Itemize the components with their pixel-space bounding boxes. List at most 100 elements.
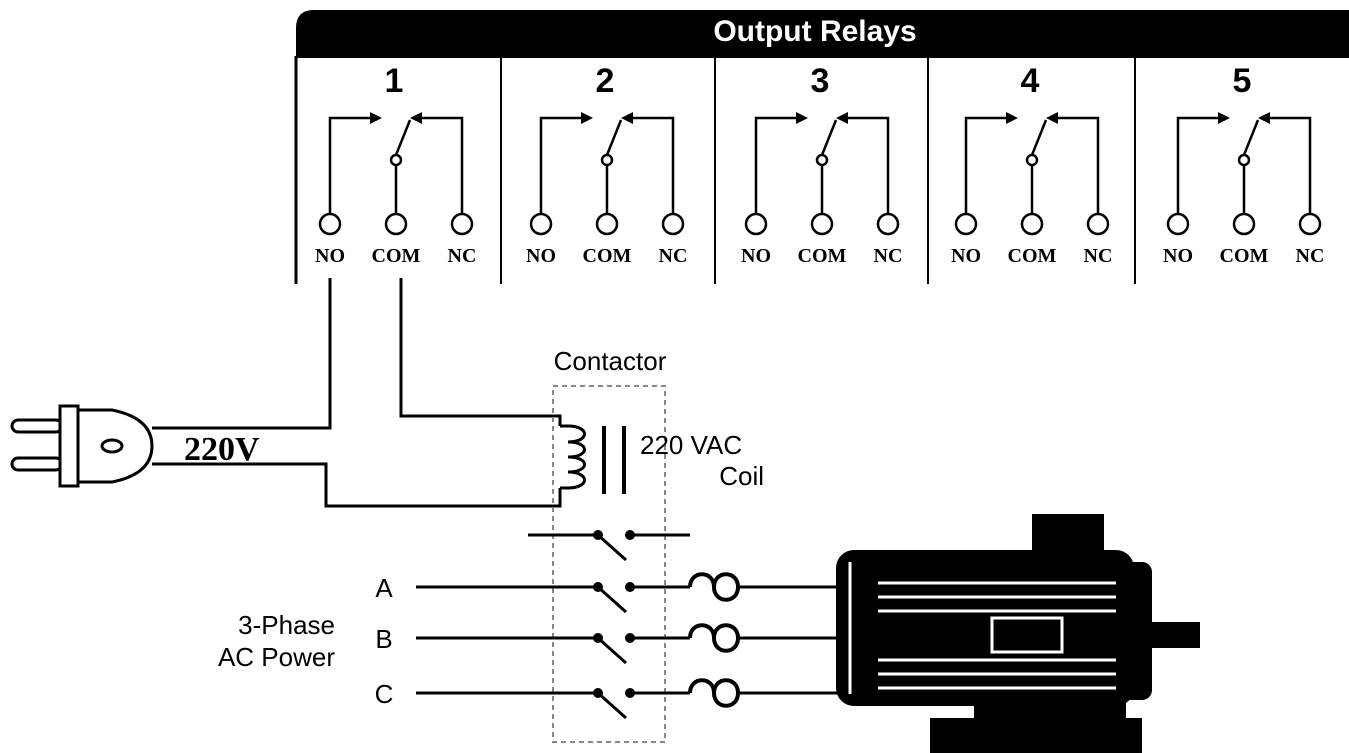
plug-screw-icon — [100, 438, 124, 454]
panel-title: Output Relays — [713, 15, 916, 48]
coil-winding-icon — [567, 424, 586, 490]
relay-number: 4 — [1021, 62, 1040, 100]
relay-1: 1NO COM NC — [315, 62, 476, 267]
terminal-icon — [876, 212, 900, 236]
plug-prong-bottom — [10, 456, 64, 472]
phase-line-a: A — [375, 572, 842, 614]
nc-contact-wire — [1056, 116, 1100, 214]
switch-wiper — [394, 119, 412, 156]
auxiliary-contact — [528, 530, 690, 562]
nc-arrow-icon — [621, 112, 633, 124]
switch-wiper — [1030, 119, 1048, 156]
terminal-label: NO — [741, 245, 771, 267]
terminal-icon — [661, 212, 685, 236]
terminal-label: COM — [1220, 245, 1269, 267]
terminal-label: NC — [448, 245, 477, 267]
pivot-icon — [389, 153, 403, 167]
contactor-enclosure — [552, 385, 666, 743]
plug-prong-top — [10, 418, 64, 434]
nc-arrow-icon — [1046, 112, 1058, 124]
terminal-label: COM — [583, 245, 632, 267]
phase-label: B — [375, 624, 392, 654]
contactor-title: Contactor — [554, 346, 667, 376]
terminal-icon — [954, 212, 978, 236]
terminal-icon — [810, 212, 834, 236]
nc-contact-wire — [846, 116, 890, 214]
terminal-icon — [1232, 212, 1256, 236]
switch-wiper — [605, 119, 623, 156]
phase-line-b: B — [375, 623, 842, 665]
terminal-label: COM — [372, 245, 421, 267]
fuse-icon — [688, 678, 741, 708]
power-label-line1: 3-Phase — [238, 610, 335, 640]
panel-header-bar — [296, 10, 1349, 58]
nc-arrow-icon — [410, 112, 422, 124]
relay-number: 1 — [385, 62, 404, 100]
nc-arrow-icon — [1258, 112, 1270, 124]
power-plug: 220V — [10, 404, 562, 508]
relay-number: 3 — [811, 62, 830, 100]
com-wire — [399, 278, 562, 426]
fuse-icon — [688, 623, 741, 653]
terminal-label: NO — [315, 245, 345, 267]
terminal-label: COM — [798, 245, 847, 267]
relay-2: 2NO COM NC — [526, 62, 687, 267]
terminal-label: NC — [659, 245, 688, 267]
terminal-icon — [1298, 212, 1322, 236]
terminal-label: NC — [1296, 245, 1325, 267]
terminal-label: NO — [951, 245, 981, 267]
pivot-icon — [600, 153, 614, 167]
coil-label-line2: Coil — [719, 461, 764, 491]
terminal-icon — [529, 212, 553, 236]
terminal-icon — [595, 212, 619, 236]
fuse-icon — [688, 572, 741, 602]
terminal-icon — [1166, 212, 1190, 236]
pivot-icon — [1237, 153, 1251, 167]
plug-voltage-label: 220V — [184, 431, 260, 468]
coil-label-line1: 220 VAC — [640, 430, 742, 460]
no-wire — [300, 278, 332, 430]
terminal-label: NC — [1084, 245, 1113, 267]
neutral-wire — [300, 462, 562, 508]
terminal-label: COM — [1008, 245, 1057, 267]
output-relays-panel: Output Relays — [294, 10, 1349, 284]
motor-shaft — [1152, 622, 1200, 648]
switch-wiper — [1242, 119, 1260, 156]
no-arrow-icon — [796, 112, 808, 124]
motor-end-cap — [1116, 562, 1152, 700]
terminal-label: NO — [526, 245, 556, 267]
pivot-icon — [1025, 153, 1039, 167]
three-phase-power: 3-Phase AC Power A B C — [218, 572, 842, 720]
phase-line-c: C — [375, 678, 842, 720]
motor-nameplate — [990, 616, 1064, 654]
relay-4: 4NO COM NC — [951, 62, 1112, 267]
terminal-icon — [318, 212, 342, 236]
no-contact-wire — [1176, 116, 1222, 214]
switch-wiper — [820, 119, 838, 156]
motor-terminal-box — [1032, 514, 1104, 554]
relay-number: 2 — [596, 62, 615, 100]
motor-foot — [930, 718, 1142, 753]
terminal-icon — [450, 212, 474, 236]
nc-contact-wire — [631, 116, 675, 214]
phase-label: C — [375, 679, 394, 709]
plug-flange — [58, 404, 80, 488]
nc-contact-wire — [1268, 116, 1312, 214]
no-contact-wire — [964, 116, 1010, 214]
no-arrow-icon — [581, 112, 593, 124]
no-contact-wire — [754, 116, 800, 214]
no-contact-wire — [328, 116, 374, 214]
phase-label: A — [375, 573, 393, 603]
relay-number: 5 — [1233, 62, 1252, 100]
power-label-line2: AC Power — [218, 642, 335, 672]
terminal-icon — [1020, 212, 1044, 236]
terminal-icon — [1086, 212, 1110, 236]
contactor: Contactor 220 VAC Coil — [528, 346, 764, 743]
motor-icon — [836, 514, 1200, 753]
motor-cooling-fins — [878, 581, 1116, 690]
no-arrow-icon — [370, 112, 382, 124]
